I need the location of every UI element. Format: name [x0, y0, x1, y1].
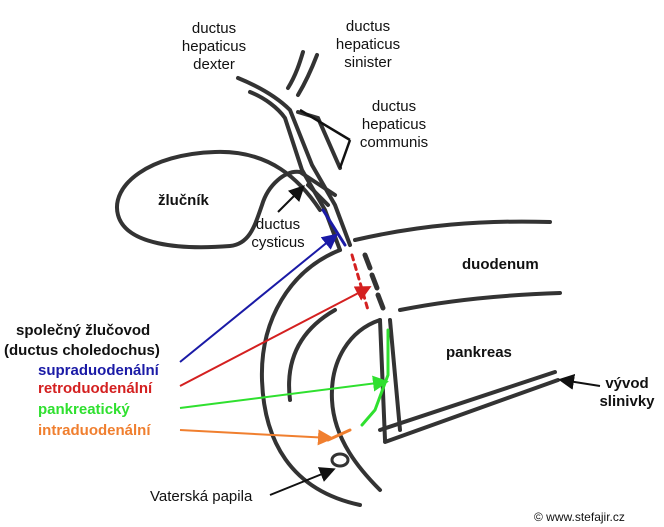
- label-line: communis: [359, 134, 429, 151]
- label-pankreas: pankreas: [446, 344, 512, 361]
- duodenum-outline: [259, 219, 562, 507]
- label-line: ductus: [255, 216, 301, 233]
- label-line: ductus: [191, 20, 237, 37]
- segment-intraduodenalni: intraduodenální: [38, 422, 151, 439]
- papilla: [330, 452, 350, 468]
- colored-duct-overlays: [321, 208, 390, 442]
- gallbladder-outline: [115, 149, 322, 250]
- segment-pankreaticky: pankreatický: [38, 401, 130, 418]
- label-line: sinister: [344, 54, 392, 71]
- segment-retroduodenalni: retroduodenální: [38, 380, 153, 397]
- label-line: hepaticus: [181, 38, 247, 55]
- label-ductus-hepaticus-dexter: ductus hepaticus dexter: [168, 20, 260, 74]
- label-duodenum: duodenum: [462, 256, 539, 273]
- label-line: vývod: [605, 375, 649, 392]
- leader-arrows: [179, 108, 601, 496]
- label-vyvod-slinivky: vývod slinivky: [594, 375, 660, 411]
- label-zlucnik: žlučník: [158, 192, 209, 209]
- choledochus-dashes: [362, 252, 386, 311]
- label-line: hepaticus: [335, 36, 401, 53]
- label-ductus-hepaticus-communis: ductus hepaticus communis: [346, 98, 442, 152]
- label-line: dexter: [193, 56, 235, 73]
- label-line: ductus: [345, 18, 391, 35]
- label-vaterska-papila: Vaterská papila: [150, 488, 253, 505]
- pancreatic-duct: [378, 318, 560, 444]
- bile-ducts: [236, 50, 352, 252]
- copyright-text: © www.stefajir.cz: [534, 510, 625, 524]
- label-ductus-hepaticus-sinister: ductus hepaticus sinister: [320, 18, 416, 72]
- label-line: cysticus: [251, 234, 305, 251]
- segment-supraduodenalni: supraduodenální: [38, 362, 159, 379]
- label-line: hepaticus: [361, 116, 427, 133]
- label-ductus-choledochus: (ductus choledochus): [4, 342, 160, 359]
- label-ductus-cysticus: ductus cysticus: [240, 216, 316, 252]
- label-spolecny-zlucovod: společný žlučovod: [16, 322, 151, 339]
- label-line: ductus: [371, 98, 417, 115]
- label-line: slinivky: [599, 393, 655, 410]
